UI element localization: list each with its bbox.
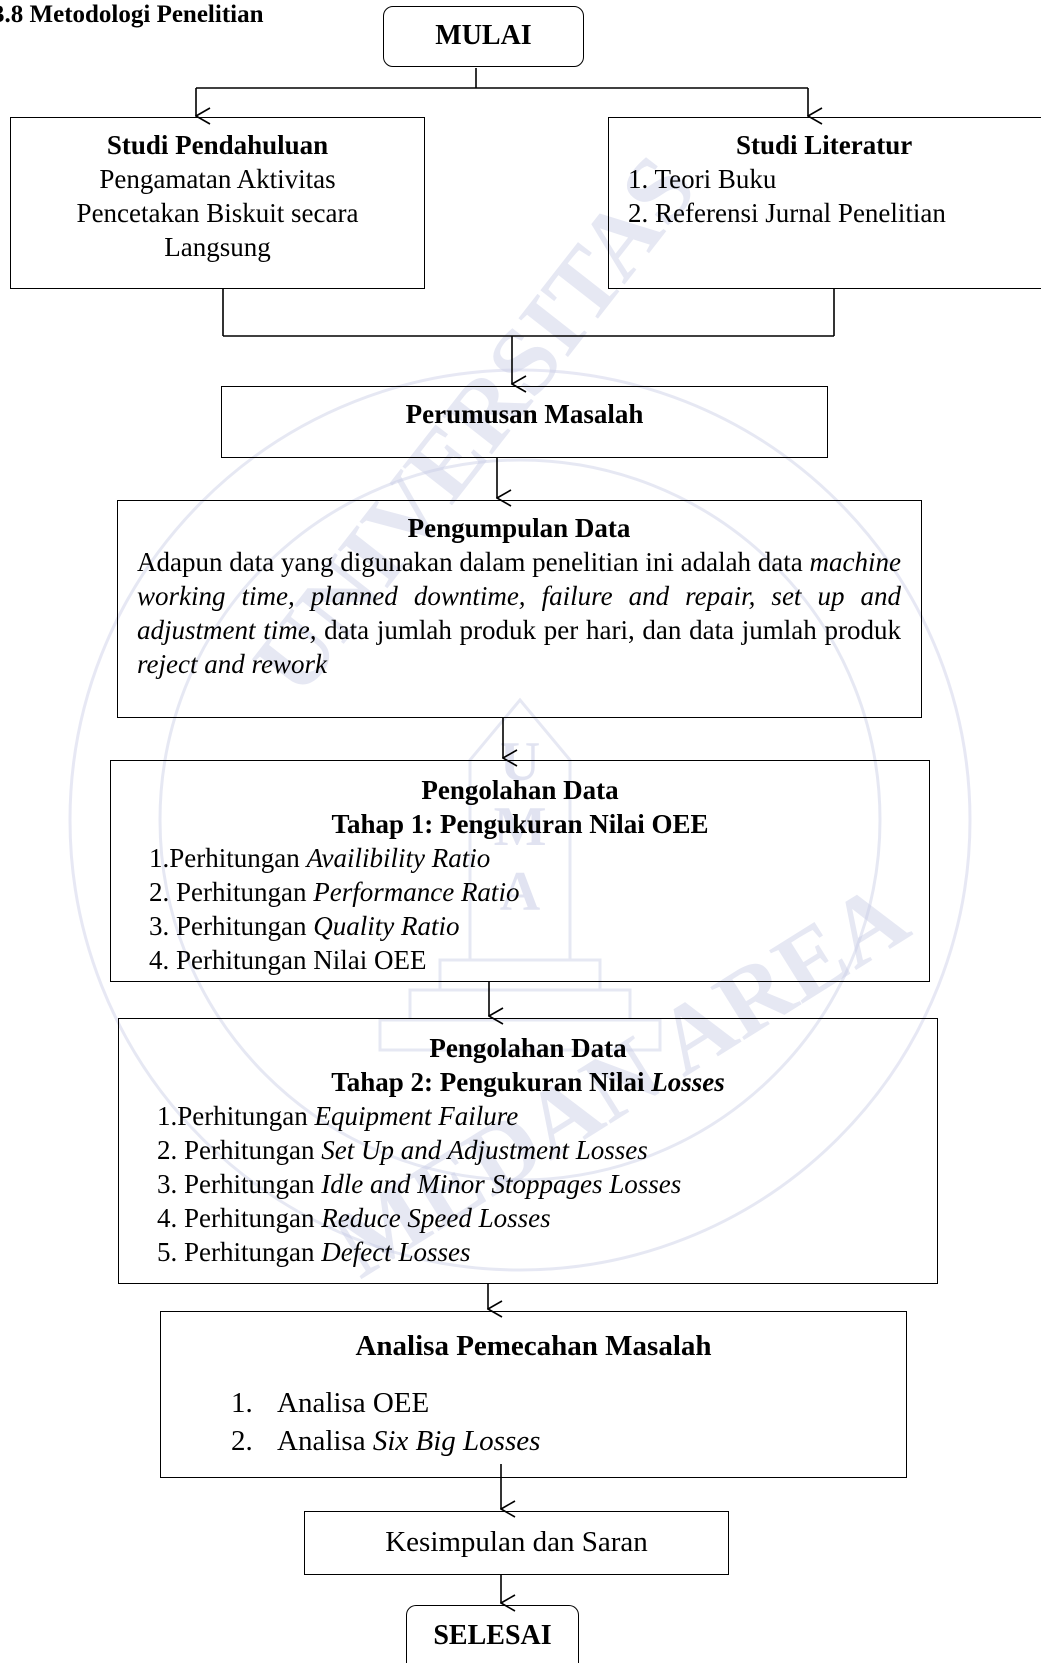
studi-pendahuluan-line: Pengamatan Aktivitas <box>99 164 336 194</box>
end-terminal: SELESAI <box>406 1605 579 1663</box>
item-prefix: 2. Perhitungan <box>157 1135 322 1165</box>
studi-literatur-item: 1. Teori Buku <box>628 164 777 194</box>
item-number: 2. <box>231 1425 253 1457</box>
pengumpulan-italic-1: machine working time, planned downtime, … <box>137 547 901 645</box>
pengumpulan-data-box: Pengumpulan Data Adapun data yang diguna… <box>117 500 922 718</box>
pengolahan-2-item: 3. Perhitungan Idle and Minor Stoppages … <box>119 1167 937 1201</box>
pengolahan-data-tahap-1-box: Pengolahan Data Tahap 1: Pengukuran Nila… <box>110 760 930 982</box>
item-prefix: 1.Perhitungan <box>157 1101 315 1131</box>
item-prefix: Analisa <box>277 1425 373 1457</box>
end-label: SELESAI <box>433 1620 552 1651</box>
item-prefix: 5. Perhitungan <box>157 1237 322 1267</box>
item-prefix: Analisa OEE <box>277 1387 430 1419</box>
analisa-pemecahan-masalah-box: Analisa Pemecahan Masalah 1.Analisa OEE … <box>160 1311 907 1478</box>
item-italic: Idle and Minor Stoppages Losses <box>321 1169 682 1199</box>
item-italic: Defect Losses <box>321 1237 471 1267</box>
start-terminal: MULAI <box>383 6 584 67</box>
pengolahan-1-item: 4. Perhitungan Nilai OEE <box>111 943 929 977</box>
pengolahan-1-title: Pengolahan Data <box>421 775 619 805</box>
item-prefix: 3. Perhitungan <box>157 1169 322 1199</box>
analisa-title: Analisa Pemecahan Masalah <box>355 1330 712 1362</box>
item-italic: Quality Ratio <box>313 911 460 941</box>
perumusan-masalah-box: Perumusan Masalah <box>221 386 828 458</box>
studi-literatur-item: 2. Referensi Jurnal Penelitian <box>628 198 946 228</box>
pengolahan-1-item: 2. Perhitungan Performance Ratio <box>111 875 929 909</box>
pengolahan-2-item: 5. Perhitungan Defect Losses <box>119 1235 937 1269</box>
item-italic: Six Big Losses <box>372 1425 541 1457</box>
pengolahan-2-item: 4. Perhitungan Reduce Speed Losses <box>119 1201 937 1235</box>
pengolahan-1-subtitle: Tahap 1: Pengukuran Nilai OEE <box>331 809 709 839</box>
pengumpulan-data-title: Pengumpulan Data <box>407 513 631 543</box>
item-italic: Equipment Failure <box>314 1101 519 1131</box>
pengumpulan-italic-2: reject and rework <box>137 649 327 679</box>
pengolahan-2-subtitle: Tahap 2: Pengukuran Nilai Losses <box>119 1065 937 1099</box>
item-prefix: 3. Perhitungan <box>149 911 314 941</box>
studi-pendahuluan-title: Studi Pendahuluan <box>106 130 329 160</box>
pengolahan-1-item: 3. Perhitungan Quality Ratio <box>111 909 929 943</box>
item-prefix: 1.Perhitungan <box>149 843 307 873</box>
perumusan-masalah-title: Perumusan Masalah <box>405 399 644 429</box>
item-italic: Set Up and Adjustment Losses <box>321 1135 648 1165</box>
studi-pendahuluan-line: Pencetakan Biskuit secara <box>76 198 359 228</box>
pengumpulan-text-2: data jumlah produk per hari, dan data ju… <box>316 615 901 645</box>
pengolahan-2-item: 1.Perhitungan Equipment Failure <box>119 1099 937 1133</box>
pengumpulan-data-description: Adapun data yang digunakan dalam penelit… <box>137 545 901 681</box>
pengolahan-data-tahap-2-box: Pengolahan Data Tahap 2: Pengukuran Nila… <box>118 1018 938 1284</box>
pengolahan-1-item: 1.Perhitungan Availibility Ratio <box>111 841 929 875</box>
kesimpulan-saran-label: Kesimpulan dan Saran <box>385 1526 648 1558</box>
start-label: MULAI <box>435 20 532 51</box>
analisa-item: 1. Analisa OEE <box>161 1384 906 1422</box>
studi-pendahuluan-box: Studi Pendahuluan Pengamatan Aktivitas P… <box>10 117 425 289</box>
pengolahan-2-title: Pengolahan Data <box>429 1033 627 1063</box>
item-prefix: 4. Perhitungan <box>157 1203 322 1233</box>
subtitle-prefix: Tahap 2: Pengukuran Nilai <box>331 1067 652 1097</box>
item-italic: Availibility Ratio <box>306 843 491 873</box>
item-italic: Reduce Speed Losses <box>321 1203 551 1233</box>
item-prefix: 2. Perhitungan <box>149 877 314 907</box>
pengolahan-2-item: 2. Perhitungan Set Up and Adjustment Los… <box>119 1133 937 1167</box>
subtitle-italic: Losses <box>651 1067 725 1097</box>
kesimpulan-saran-box: Kesimpulan dan Saran <box>304 1511 729 1575</box>
pengumpulan-text-1: Adapun data yang digunakan dalam penelit… <box>137 547 810 577</box>
item-prefix: 4. Perhitungan Nilai OEE <box>149 945 427 975</box>
analisa-item: 2. Analisa Six Big Losses <box>161 1422 906 1460</box>
item-number: 1. <box>231 1387 253 1419</box>
studi-literatur-box: Studi Literatur 1. Teori Buku 2. Referen… <box>608 117 1041 289</box>
studi-literatur-title: Studi Literatur <box>736 130 913 160</box>
item-italic: Performance Ratio <box>313 877 520 907</box>
section-title: 3.8 Metodologi Penelitian <box>0 1 264 28</box>
studi-pendahuluan-line: Langsung <box>164 232 271 262</box>
